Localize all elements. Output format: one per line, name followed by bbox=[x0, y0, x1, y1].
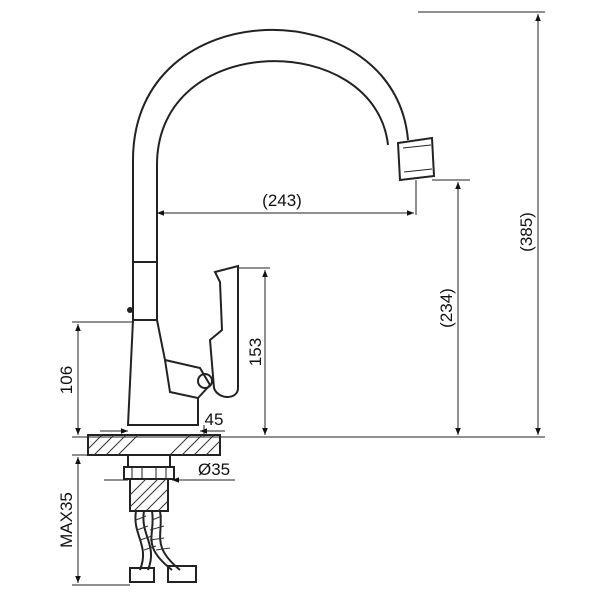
dim-label-45: 45 bbox=[205, 410, 224, 429]
lever-handle bbox=[208, 264, 239, 398]
dim-label-385: (385) bbox=[517, 212, 536, 252]
dim-label-diameter-35: Ø35 bbox=[198, 460, 230, 479]
mounting-assembly bbox=[123, 454, 175, 512]
spout bbox=[132, 28, 436, 262]
faucet-body bbox=[126, 261, 213, 426]
hose-nut-right bbox=[167, 565, 197, 583]
dim-label-234: (234) bbox=[437, 288, 456, 328]
dim-label-243: (243) bbox=[262, 191, 302, 210]
aerator bbox=[396, 136, 436, 182]
countertop bbox=[87, 434, 221, 456]
dim-label-max35: MAX35 bbox=[57, 492, 76, 548]
extension-lines bbox=[72, 11, 545, 586]
supply-hoses bbox=[129, 510, 197, 583]
dim-label-106: 106 bbox=[57, 366, 76, 394]
dim-label-153: 153 bbox=[246, 338, 265, 366]
hose-nut-left bbox=[129, 567, 155, 583]
dimension-lines bbox=[75, 14, 541, 583]
